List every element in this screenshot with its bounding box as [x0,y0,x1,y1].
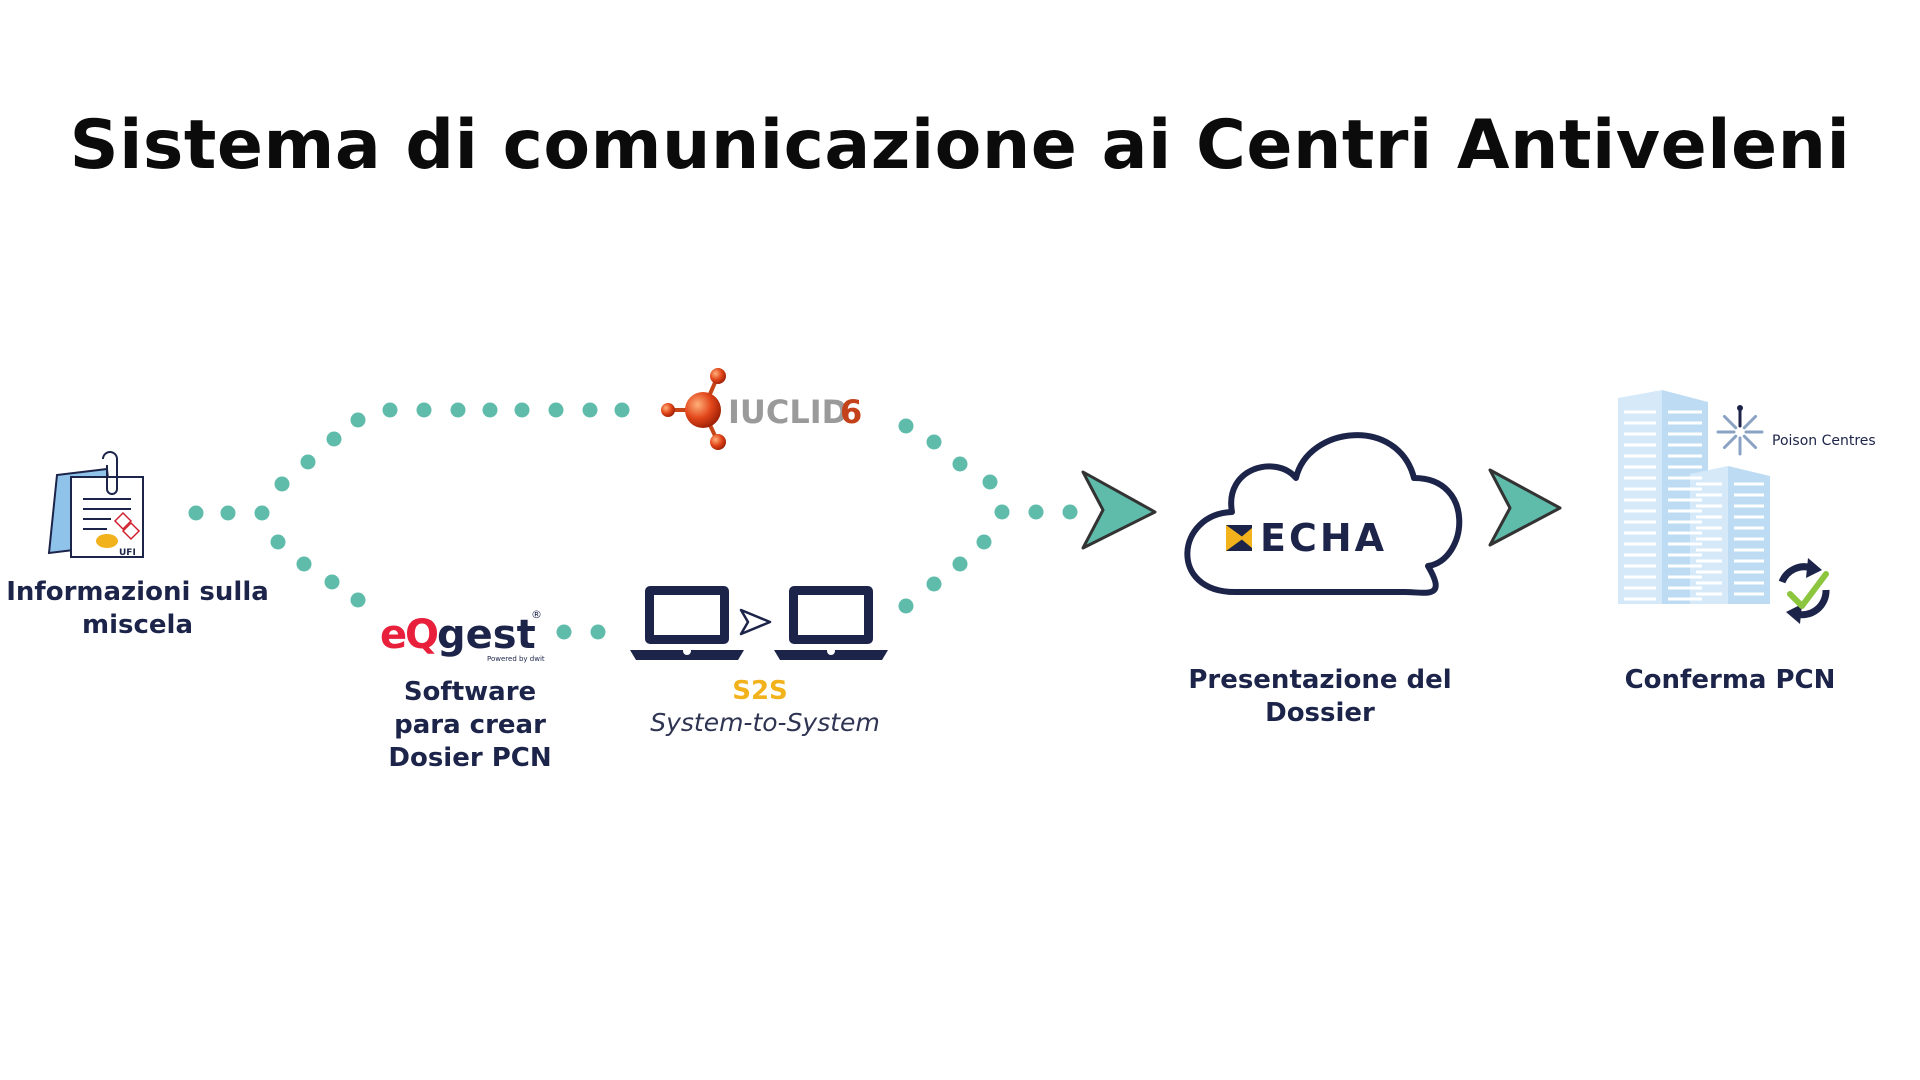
eqgest-tagline: Powered by dwit [487,655,545,663]
page-title: Sistema di comunicazione ai Centri Antiv… [69,106,1851,185]
echa-logo: ECHA [1226,516,1387,560]
connector-dot [296,556,312,572]
eqgest-logo-e: e [380,612,407,658]
connector-dot [274,476,290,492]
chevron-arrow-icon [1488,468,1562,547]
poison-centres-label: Conferma PCN [1624,665,1836,695]
echa-label-line: Dossier [1265,698,1375,728]
eqgest-label-line: Software [403,677,537,707]
poison-centres-logo: Poison Centres [1716,405,1876,456]
eqgest-logo-gest: gest [437,612,536,658]
send-arrow-icon [739,608,772,636]
connector-dot [590,624,606,640]
iuclid-logo-number: 6 [840,393,862,431]
connector-dot [270,534,286,550]
connector-dot [300,454,316,470]
buildings-icon [1618,390,1770,604]
laptop-right-icon [774,586,888,660]
connector-dot [982,474,998,490]
starburst-ray [1742,414,1758,430]
connector-dot [1062,504,1078,520]
mixture-label: Informazioni sulla miscela [0,576,275,642]
connector-dot [482,402,498,418]
connector-dot [926,576,942,592]
connector-dot [994,504,1010,520]
starburst-ray [1742,434,1758,450]
sync-check-icon [1778,558,1830,624]
connector-dot [976,534,992,550]
s2s-code: S2S [732,676,788,706]
connector-dot [952,556,968,572]
connector-dot [926,434,942,450]
connector-dot [350,592,366,608]
echa-label: Presentazione del Dossier [1170,664,1470,730]
connector-dot [898,598,914,614]
poison-centres-logo-text: Poison Centres [1772,433,1876,449]
connector-dot [898,418,914,434]
cloud-icon [1184,432,1463,596]
mixture-label-line: Informazioni sulla [6,577,269,607]
connector-dot [1028,504,1044,520]
eqgest-logo: e Q gest ® Powered by dwit [380,608,545,663]
starburst-ray [1722,434,1738,450]
connector-dot [556,624,572,640]
connector-dot [514,402,530,418]
echa-logo-text: ECHA [1260,516,1387,560]
starburst-ray [1722,414,1738,430]
connector-dot [952,456,968,472]
ufi-badge: UFI [119,548,136,558]
connector-dot [582,402,598,418]
connector-dot [324,574,340,590]
dotted-connector-paths [188,402,1078,640]
document-clipboard-icon: UFI [47,451,144,558]
connector-dot [614,402,630,418]
connector-dot [188,505,204,521]
connector-dot [254,505,270,521]
eqgest-label-line: para crear [394,710,546,740]
mixture-label-line: miscela [82,610,193,640]
eqgest-logo-q: Q [405,612,439,658]
echa-label-line: Presentazione del [1188,665,1452,695]
iuclid-logo: IUCLID 6 [661,368,862,450]
starburst-icon [1716,408,1764,456]
connector-dot [220,505,236,521]
eqgest-label-line: Dosier PCN [388,743,552,773]
connector-dot [450,402,466,418]
connector-dot [416,402,432,418]
chevron-arrow-icon [1081,470,1157,550]
iuclid-logo-text: IUCLID [728,393,848,431]
connector-dot [326,431,342,447]
laptop-left-icon [630,586,744,660]
connector-dot [382,402,398,418]
connector-dot [548,402,564,418]
connector-dot [350,412,366,428]
eqgest-registered-mark: ® [531,608,542,621]
s2s-description: System-to-System [650,708,880,737]
eqgest-label: Software para crear Dosier PCN [370,676,570,775]
